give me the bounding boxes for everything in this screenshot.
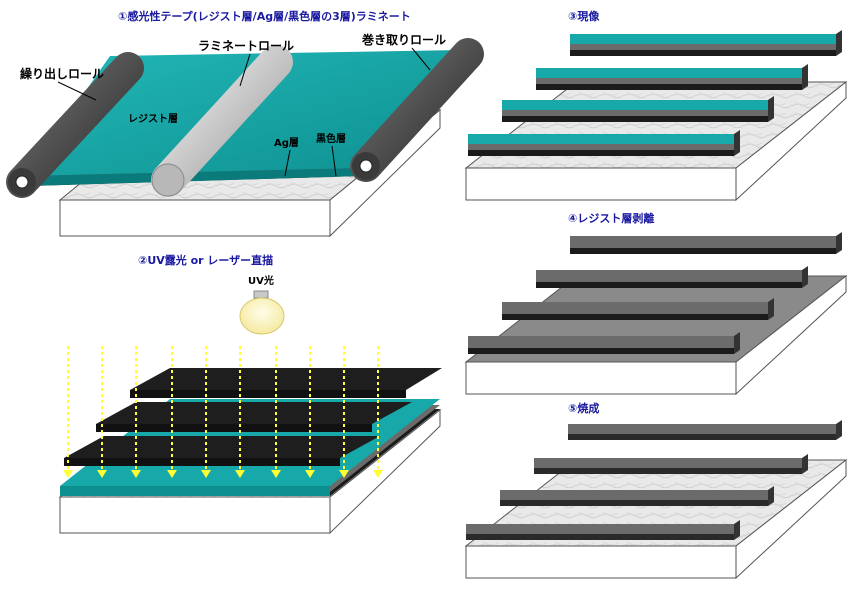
step1-panel: ①感光性テープ(レジスト層/Ag層/黒色層の3層)ラミネート [6, 9, 484, 238]
uv-bulb-icon [239, 290, 285, 335]
step2-masks [64, 368, 442, 466]
black-layer-label: 黒色層 [316, 132, 346, 145]
step4-panel: ④レジスト層剥離 [464, 211, 848, 396]
step3-panel: ③現像 [464, 9, 848, 202]
step4-lines [468, 232, 842, 354]
takeup-roll [350, 38, 484, 182]
uv-light-label: UV光 [248, 274, 274, 287]
feed-roll [6, 52, 144, 198]
uv-beams [63, 346, 383, 478]
step2-panel: ②UV露光 or レーザー直描 UV光 [58, 253, 442, 535]
takeup-roll-label: 巻き取りロール [361, 32, 446, 47]
step2-title: ②UV露光 or レーザー直描 [138, 253, 273, 267]
step1-title: ①感光性テープ(レジスト層/Ag層/黒色層の3層)ラミネート [118, 9, 411, 23]
step3-lines [468, 30, 842, 156]
step3-title: ③現像 [568, 9, 600, 23]
step5-panel: ⑤焼成 [464, 401, 848, 580]
feed-roll-label: 繰り出しロール [20, 66, 104, 81]
ag-layer-label: Ag層 [274, 137, 299, 149]
laminate-roll [151, 45, 293, 197]
resist-layer-label: レジスト層 [128, 113, 178, 125]
step5-substrate [464, 458, 848, 580]
step5-title: ⑤焼成 [568, 401, 599, 415]
step4-title: ④レジスト層剥離 [568, 211, 654, 225]
step4-substrate [464, 274, 848, 396]
laminate-roll-label: ラミネートロール [198, 39, 294, 53]
step5-lines [466, 420, 842, 540]
